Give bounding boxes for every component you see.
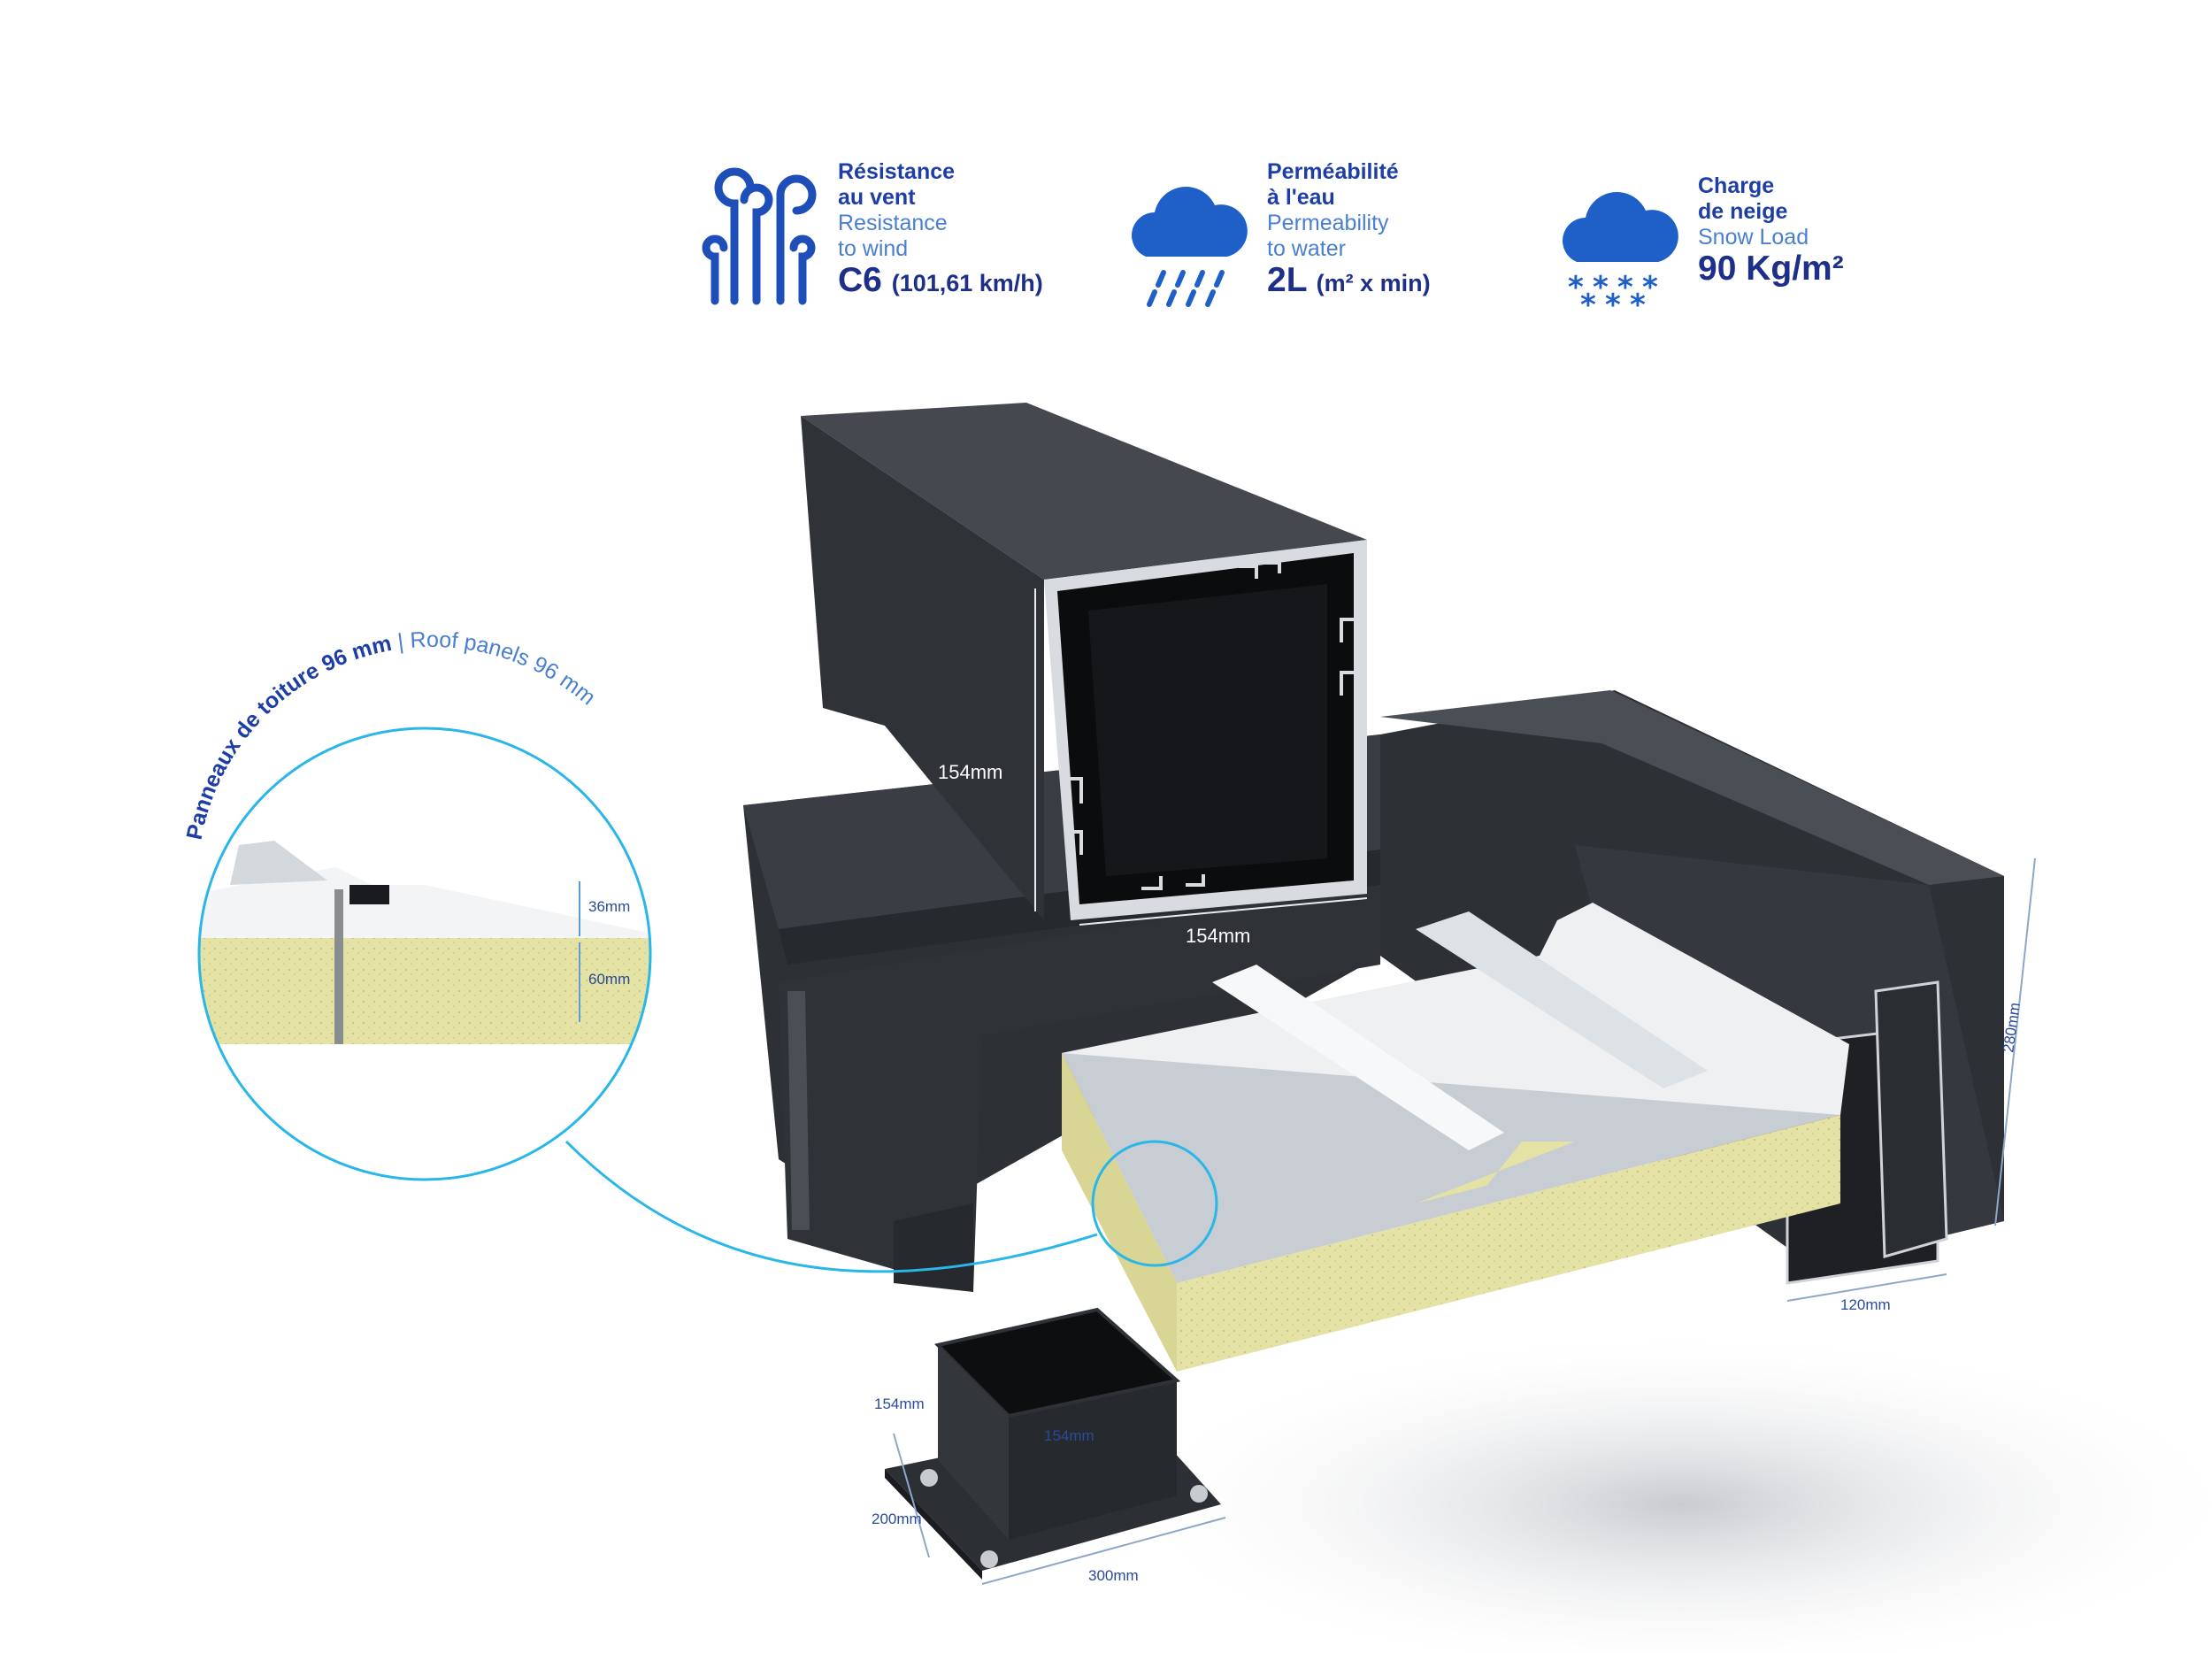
water-label-en-1: Permeability bbox=[1267, 211, 1389, 235]
base-dim-lines bbox=[893, 1433, 1226, 1585]
snow-value: 90 Kg/m² bbox=[1698, 250, 1844, 288]
svg-text:*: * bbox=[1568, 270, 1584, 305]
post-width-dim: 154mm bbox=[1186, 925, 1250, 947]
post-dim-lines bbox=[1034, 588, 1368, 926]
post-height-dim: 154mm bbox=[938, 761, 1002, 783]
snow-label-fr-1: Charge bbox=[1698, 173, 1775, 198]
wind-label-fr-1: Résistance bbox=[838, 159, 956, 184]
rain-cloud-icon bbox=[1132, 187, 1248, 307]
roof-panel bbox=[1062, 903, 1849, 1372]
panel-top-dim: 36mm bbox=[588, 898, 630, 915]
floor-shadow bbox=[1106, 1327, 2212, 1653]
svg-text:*: * bbox=[1642, 270, 1658, 305]
callout-link bbox=[565, 1140, 1218, 1273]
svg-text:*: * bbox=[1605, 288, 1621, 323]
svg-text:*: * bbox=[1593, 270, 1609, 305]
snow-label-fr-2: de neige bbox=[1698, 199, 1788, 224]
snow-cloud-icon: **** *** bbox=[1563, 192, 1678, 323]
gutter-dim-lines bbox=[1786, 857, 2036, 1302]
water-value: 2L (m² x min) bbox=[1267, 261, 1431, 299]
svg-text:*: * bbox=[1580, 288, 1596, 323]
gutter-width-dim: 120mm bbox=[1840, 1296, 1891, 1313]
wind-label-en-2: to wind bbox=[838, 236, 909, 261]
water-label-fr-2: à l'eau bbox=[1267, 185, 1335, 210]
panel-core-dim: 60mm bbox=[588, 971, 630, 988]
svg-text:*: * bbox=[1630, 288, 1646, 323]
wind-label-en-1: Resistance bbox=[838, 211, 948, 235]
wind-icon bbox=[702, 167, 817, 305]
base-depth-dim: 154mm bbox=[1044, 1427, 1094, 1444]
post bbox=[801, 403, 1367, 920]
svg-text:*: * bbox=[1617, 270, 1633, 305]
base-width-dim: 300mm bbox=[1088, 1567, 1139, 1584]
base-height-dim: 200mm bbox=[872, 1511, 922, 1527]
water-label-en-2: to water bbox=[1267, 236, 1346, 261]
snow-label-en-1: Snow Load bbox=[1698, 225, 1809, 250]
spec-wind: Résistance au vent Resistance to wind C6… bbox=[699, 159, 1043, 310]
spec-water: Perméabilité à l'eau Permeability to wat… bbox=[1128, 159, 1431, 310]
base-top-dim: 154mm bbox=[874, 1395, 925, 1412]
water-label-fr-1: Perméabilité bbox=[1267, 159, 1399, 184]
panel-detail-circle: 36mm 60mm Panneaux de toiture 96 mm | Ro… bbox=[182, 627, 652, 1181]
spec-snow: **** *** Charge de neige Snow Load 90 Kg… bbox=[1559, 173, 1844, 324]
wind-label-fr-2: au vent bbox=[838, 185, 916, 210]
base-plate bbox=[885, 1307, 1221, 1580]
wind-value: C6 (101,61 km/h) bbox=[838, 261, 1043, 299]
